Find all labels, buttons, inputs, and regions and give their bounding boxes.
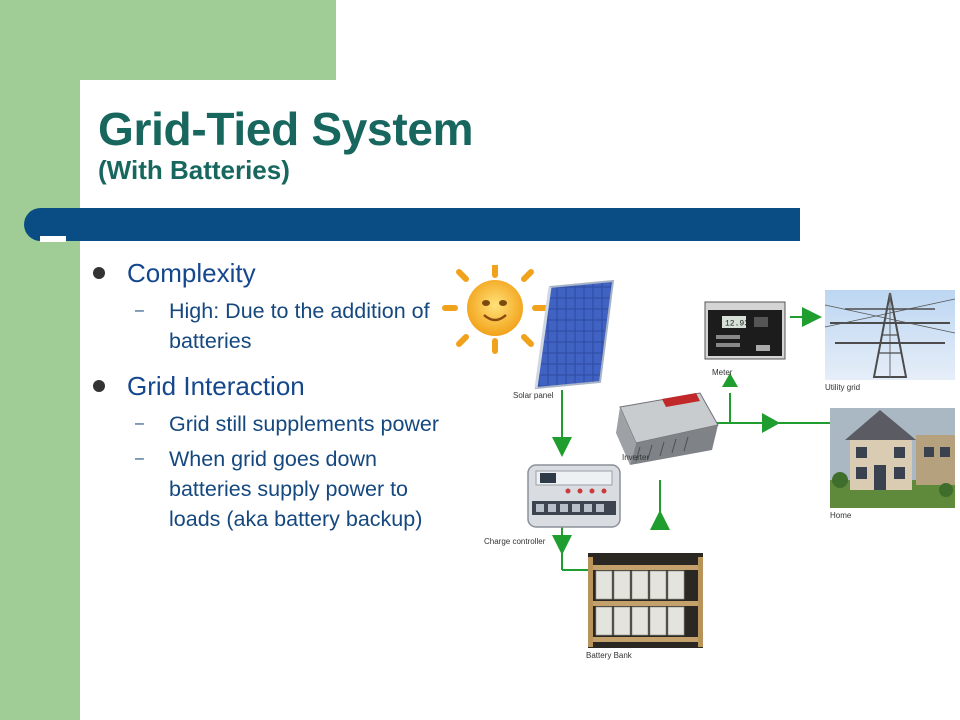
sub-bullet: –High: Due to the addition of batteries [92, 296, 452, 356]
charge-controller-label: Charge controller [484, 537, 546, 546]
title-divider-bar [24, 208, 800, 241]
meter-icon [704, 301, 786, 360]
dash-icon: – [135, 450, 144, 467]
green-sidebar [0, 0, 80, 720]
slide-subtitle: (With Batteries) [98, 155, 290, 185]
green-top-band [0, 0, 336, 80]
inverter-icon [616, 392, 719, 465]
utility-grid-label: Utility grid [825, 383, 860, 392]
system-diagram: Solar panel Inverter [442, 265, 955, 660]
sub-bullet: –Grid still supplements power [92, 409, 452, 439]
flow-arrow-icons [552, 307, 822, 555]
slide-title: Grid-Tied System [98, 103, 474, 155]
sub-bullet: –When grid goes down batteries supply po… [92, 444, 452, 534]
bullet-grid-interaction: Grid Interaction [92, 368, 452, 404]
home-label: Home [830, 511, 852, 520]
home-icon [830, 408, 955, 508]
sun-icon [442, 265, 548, 354]
battery-bank-icon [588, 553, 703, 648]
utility-grid-icon [824, 290, 955, 380]
dash-icon: – [135, 302, 144, 319]
meter-label: Meter [712, 368, 733, 377]
bullet-dot-icon [93, 267, 105, 279]
content-area [80, 80, 960, 720]
solar-panel-icon [534, 279, 615, 390]
charge-controller-icon [527, 464, 621, 528]
bullet-dot-icon [93, 380, 105, 392]
meter-reading: 12.93 [725, 320, 749, 329]
inverter-label: Inverter [622, 453, 649, 462]
battery-bank-label: Battery Bank [586, 651, 633, 660]
bullet-complexity: Complexity [92, 255, 452, 291]
solar-panel-label: Solar panel [513, 391, 554, 400]
divider-notch [40, 236, 66, 242]
dash-icon: – [135, 415, 144, 432]
bullet-list: Complexity –High: Due to the addition of… [92, 255, 452, 534]
